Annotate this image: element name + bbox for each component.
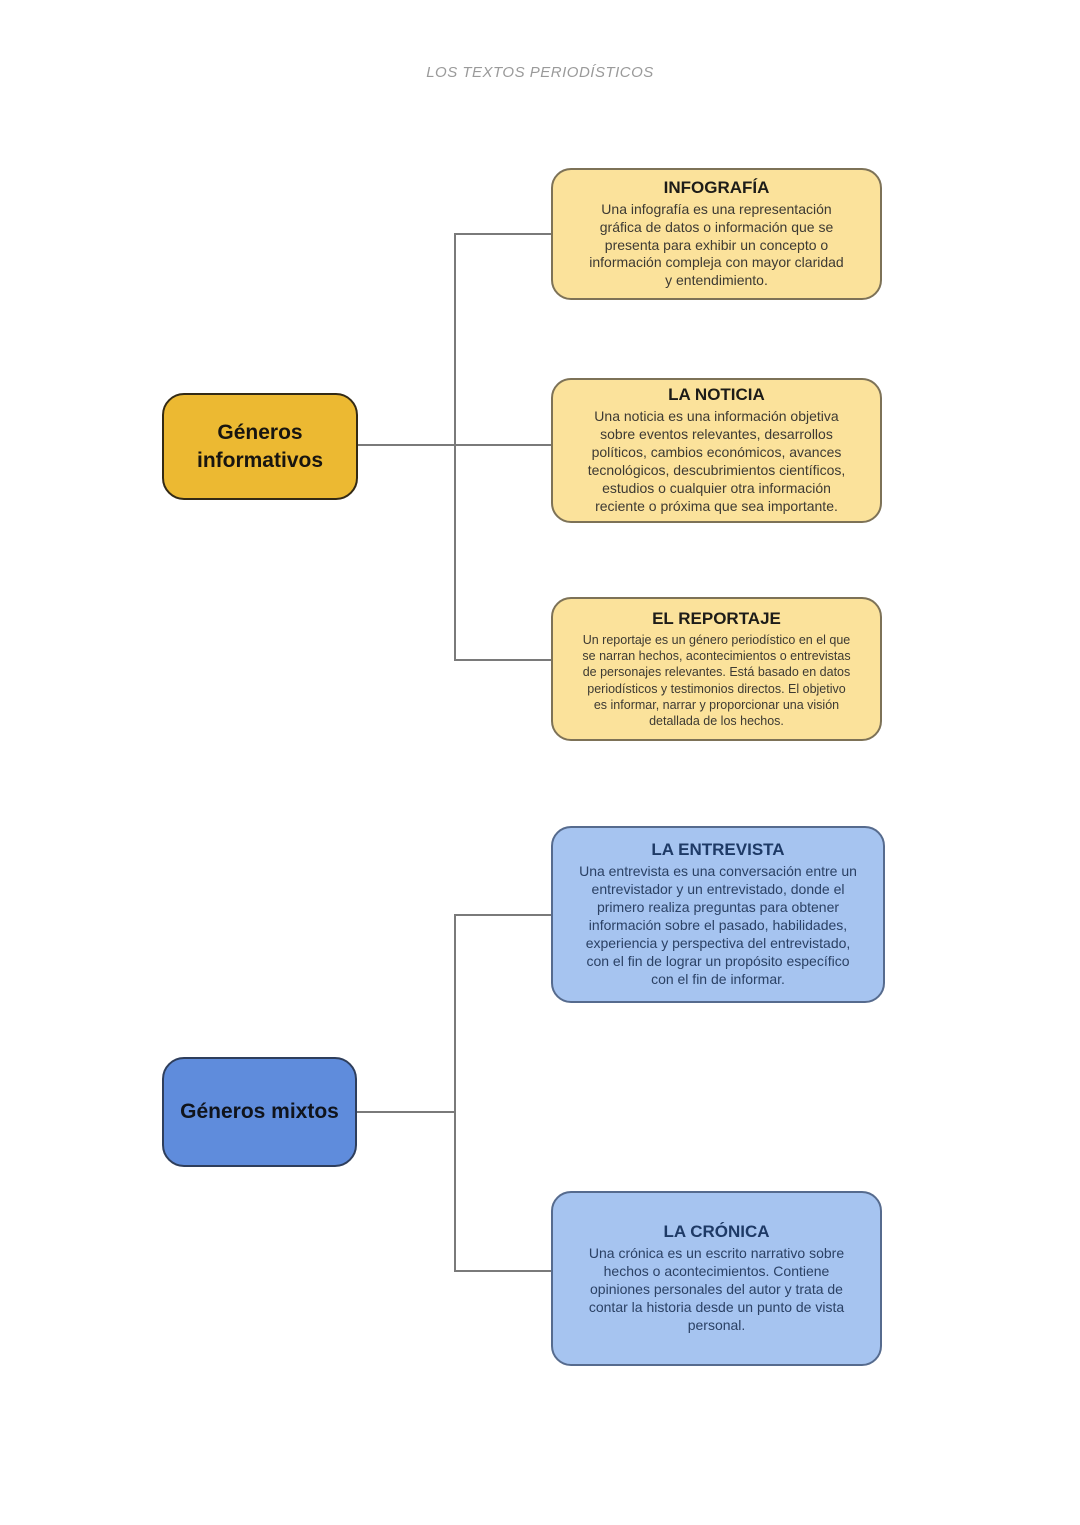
connector-to-infografia [456,233,551,235]
node-generos-informativos[interactable]: Géneros informativos [162,393,358,500]
node-generos-mixtos[interactable]: Géneros mixtos [162,1057,357,1167]
card-la-cronica[interactable]: LA CRÓNICA Una crónica es un escrito nar… [551,1191,882,1366]
card-la-noticia-title: LA NOTICIA [668,385,765,405]
card-el-reportaje-body: Un reportaje es un género periodístico e… [582,632,851,728]
card-el-reportaje-title: EL REPORTAJE [652,608,781,628]
card-infografia-body: Una infografía es una representación grá… [589,200,844,289]
connector-to-cronica [456,1270,551,1272]
connector-informativos-vertical [454,233,456,661]
card-la-noticia-body: Una noticia es una información objetiva … [587,408,846,514]
card-la-entrevista-body: Una entrevista es una conversación entre… [579,863,857,987]
card-la-entrevista-title: LA ENTREVISTA [651,840,785,860]
card-la-cronica-title: LA CRÓNICA [663,1222,770,1242]
card-el-reportaje[interactable]: EL REPORTAJE Un reportaje es un género p… [551,597,882,741]
card-la-entrevista[interactable]: LA ENTREVISTA Una entrevista es una conv… [551,826,885,1003]
card-la-cronica-body: Una crónica es un escrito narrativo sobr… [588,1245,845,1333]
connector-to-reportaje [456,659,551,661]
card-infografia[interactable]: INFOGRAFÍA Una infografía es una represe… [551,168,882,300]
connector-mixtos-trunk [357,1111,455,1113]
connector-to-entrevista [456,914,551,916]
page-title: LOS TEXTOS PERIODÍSTICOS [426,64,654,81]
card-la-noticia[interactable]: LA NOTICIA Una noticia es una informació… [551,378,882,523]
connector-mixtos-vertical [454,914,456,1272]
card-infografia-title: INFOGRAFÍA [663,177,770,197]
